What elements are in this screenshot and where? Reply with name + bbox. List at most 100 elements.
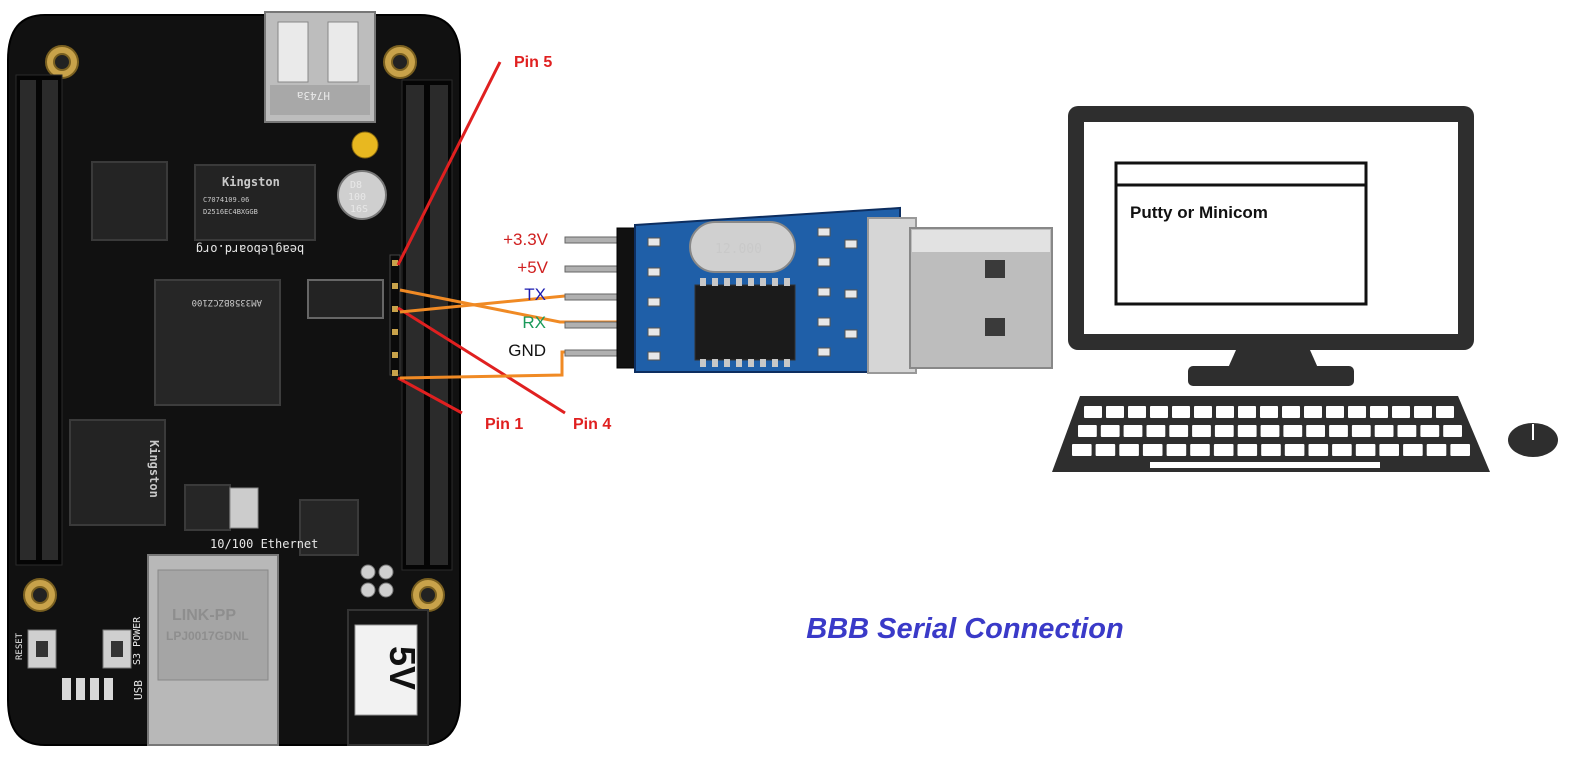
keyboard-key (1150, 406, 1168, 418)
keyboard-key (1304, 406, 1322, 418)
keyboard-key (1348, 406, 1366, 418)
ethernet-jack: LINK-PP LPJ0017GDNL (147, 554, 279, 746)
pin5-pointer (396, 61, 502, 266)
monitor-stand (1228, 350, 1318, 368)
keyboard-key (1190, 444, 1210, 456)
svg-text:12.000: 12.000 (715, 242, 762, 257)
pin1-label: Pin 1 (485, 416, 523, 433)
svg-text:AM3358BZCZ100: AM3358BZCZ100 (192, 297, 262, 307)
keyboard-key (1072, 444, 1092, 456)
keyboard-key (1237, 444, 1258, 456)
keyboard-key (1192, 425, 1211, 437)
signal-label-3: TX (524, 285, 546, 304)
usb-ttl-adapter: 12.000 (564, 206, 1053, 374)
keyboard-key (1374, 425, 1394, 437)
keyboard-key (1443, 425, 1462, 437)
serial-header-j1 (389, 254, 401, 376)
keyboard-key (1450, 444, 1470, 456)
keyboard-key (1078, 425, 1097, 437)
svg-text:USB: USB (132, 680, 145, 700)
keyboard-key (1329, 425, 1348, 437)
svg-text:LPJ0017GDNL: LPJ0017GDNL (166, 629, 249, 643)
beaglebone-board: H743a D8 100 16S Kingston C7074109.06 D2… (7, 11, 461, 746)
keyboard-key (1379, 444, 1399, 456)
keyboard-key (1420, 425, 1440, 437)
keyboard-key (1261, 444, 1281, 456)
keyboard-key (1214, 425, 1234, 437)
keyboard-key (1414, 406, 1432, 418)
keyboard-key (1355, 444, 1376, 456)
svg-text:C7074109.06: C7074109.06 (203, 196, 249, 204)
keyboard-key (1397, 425, 1417, 437)
soc-chip: AM3358BZCZ100 (154, 279, 281, 406)
keyboard-key (1172, 406, 1190, 418)
mouse (1508, 423, 1558, 457)
usb-plug-collar (867, 217, 917, 374)
kingston-top-label: Kingston (222, 175, 280, 189)
keyboard-key (1351, 425, 1371, 437)
keyboard-key (1332, 444, 1352, 456)
kingston-bottom-label: Kingston (147, 440, 161, 498)
keyboard-keys (1072, 406, 1470, 468)
keyboard-key (1260, 406, 1278, 418)
keyboard-spacebar (1150, 462, 1380, 468)
power-jack-label: 5V (382, 646, 423, 690)
keyboard-key (1106, 406, 1124, 418)
keyboard-key (1128, 406, 1146, 418)
signal-label-5: GND (508, 341, 546, 360)
pin1-pointer (397, 376, 463, 415)
keyboard-key (1284, 444, 1305, 456)
power-button (102, 629, 132, 669)
capacitor: D8 100 16S (337, 170, 387, 220)
keyboard-key (1216, 406, 1234, 418)
keyboard-key (1260, 425, 1280, 437)
pin4-label: Pin 4 (573, 416, 611, 433)
keyboard-key (1213, 444, 1234, 456)
signal-label-2: +5V (517, 258, 548, 277)
mounting-holes (23, 45, 445, 612)
keyboard-key (1237, 425, 1257, 437)
svg-text:S3 POWER: S3 POWER (132, 616, 143, 665)
svg-text:D8: D8 (350, 180, 362, 191)
svg-text:RESET: RESET (15, 632, 25, 660)
keyboard-key (1436, 406, 1454, 418)
pin4-pointer (397, 306, 566, 415)
computer: Putty or Minicom (1052, 106, 1558, 472)
keyboard-key (1169, 425, 1189, 437)
adapter-header-pins (564, 227, 638, 369)
svg-text:LINK-PP: LINK-PP (172, 607, 236, 624)
keyboard-key (1238, 406, 1256, 418)
svg-text:100: 100 (348, 192, 366, 203)
diagram-caption: BBB Serial Connection (806, 613, 1123, 645)
keyboard-key (1146, 425, 1166, 437)
keyboard-key (1392, 406, 1410, 418)
adapter-chip (694, 284, 796, 361)
keyboard-key (1123, 425, 1143, 437)
keyboard-key (1370, 406, 1388, 418)
board-website: beagleboard.org (196, 242, 304, 256)
keyboard-key (1142, 444, 1163, 456)
kingston-ram-chip: Kingston C7074109.06 D2516EC4BXGGB (194, 164, 316, 241)
keyboard-key (1166, 444, 1187, 456)
keyboard-key (1326, 406, 1344, 418)
pmic-chip (91, 161, 168, 241)
svg-text:H743a: H743a (297, 89, 330, 102)
keyboard-key (1282, 406, 1300, 418)
power-jack: 5V (347, 609, 429, 746)
signal-label-4: RX (522, 313, 546, 332)
keyboard-key (1100, 425, 1120, 437)
svg-text:16S: 16S (350, 204, 368, 215)
pin5-label: Pin 5 (514, 54, 552, 71)
keyboard-key (1095, 444, 1116, 456)
user-leds (62, 678, 113, 700)
keyboard-key (1283, 425, 1303, 437)
terminal-window-text: Putty or Minicom (1130, 203, 1268, 222)
keyboard-key (1084, 406, 1102, 418)
keyboard-key (1306, 425, 1325, 437)
header-p8 (15, 74, 63, 566)
keyboard-key (1194, 406, 1212, 418)
reset-button (27, 629, 57, 669)
ethernet-label: 10/100 Ethernet (210, 537, 318, 551)
